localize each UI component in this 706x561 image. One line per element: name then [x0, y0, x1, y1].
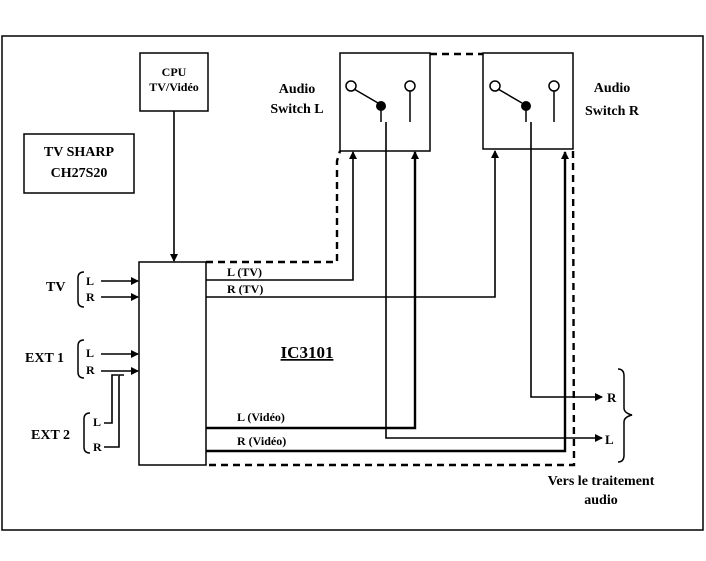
l-video-label: L (Vidéo): [237, 410, 285, 424]
ext2-input-label: EXT 2: [31, 428, 70, 443]
switch-right-contact-a: [489, 80, 501, 92]
tv-input-r: R: [86, 290, 95, 304]
l-tv-label: L (TV): [227, 265, 262, 279]
r-video-line: [206, 151, 569, 453]
ext2-r-line: [104, 374, 124, 448]
tv-input-label: TV: [46, 280, 65, 295]
r-tv-label: R (TV): [227, 282, 263, 296]
ext1-input-r: R: [86, 363, 95, 377]
r-tv-line: [206, 150, 499, 298]
cpu-label-line1: CPU: [162, 65, 187, 79]
switch-right-dashed-return: [206, 150, 576, 467]
output-brace: [617, 368, 633, 463]
output-r-line: [530, 122, 603, 401]
ic3101-block: [138, 261, 207, 466]
tv-model-block: TV SHARP CH27S20: [23, 133, 135, 194]
cpu-block: CPU TV/Vidéo: [139, 52, 209, 112]
ext1-input-l: L: [86, 346, 94, 360]
tv-model-line2: CH27S20: [51, 166, 108, 181]
output-r-label: R: [607, 390, 617, 405]
output-caption-line2: audio: [584, 493, 617, 508]
audio-switch-left: [339, 52, 431, 152]
switch-right-label-line2: Switch R: [585, 104, 640, 119]
ic3101-label: IC3101: [281, 343, 334, 362]
output-l-line: [385, 122, 603, 442]
ext1-input-brace: [77, 339, 85, 379]
tv-model-line1: TV SHARP: [44, 145, 115, 160]
ext2-input-l: L: [93, 415, 101, 429]
audio-switch-right: [482, 52, 574, 150]
l-tv-line: [206, 151, 357, 281]
switch-left-contact-a: [345, 80, 357, 92]
l-tv-dashed-path: [206, 150, 342, 264]
switch-left-label-line1: Audio: [279, 82, 316, 97]
tv-input-l: L: [86, 274, 94, 288]
ext2-input-r: R: [93, 440, 102, 454]
cpu-label-line2: TV/Vidéo: [149, 80, 199, 94]
output-l-label: L: [605, 432, 614, 447]
switch-left-label-line2: Switch L: [270, 102, 323, 117]
tv-input-brace: [77, 271, 85, 308]
ext2-input-brace: [83, 412, 91, 454]
outer-frame: [1, 35, 704, 531]
ext2-l-line: [104, 374, 118, 424]
switch-right-label-line1: Audio: [594, 81, 631, 96]
l-video-line: [206, 151, 419, 430]
r-video-label: R (Vidéo): [237, 434, 286, 448]
ext1-input-label: EXT 1: [25, 351, 64, 366]
output-caption-line1: Vers le traitement: [548, 474, 655, 489]
